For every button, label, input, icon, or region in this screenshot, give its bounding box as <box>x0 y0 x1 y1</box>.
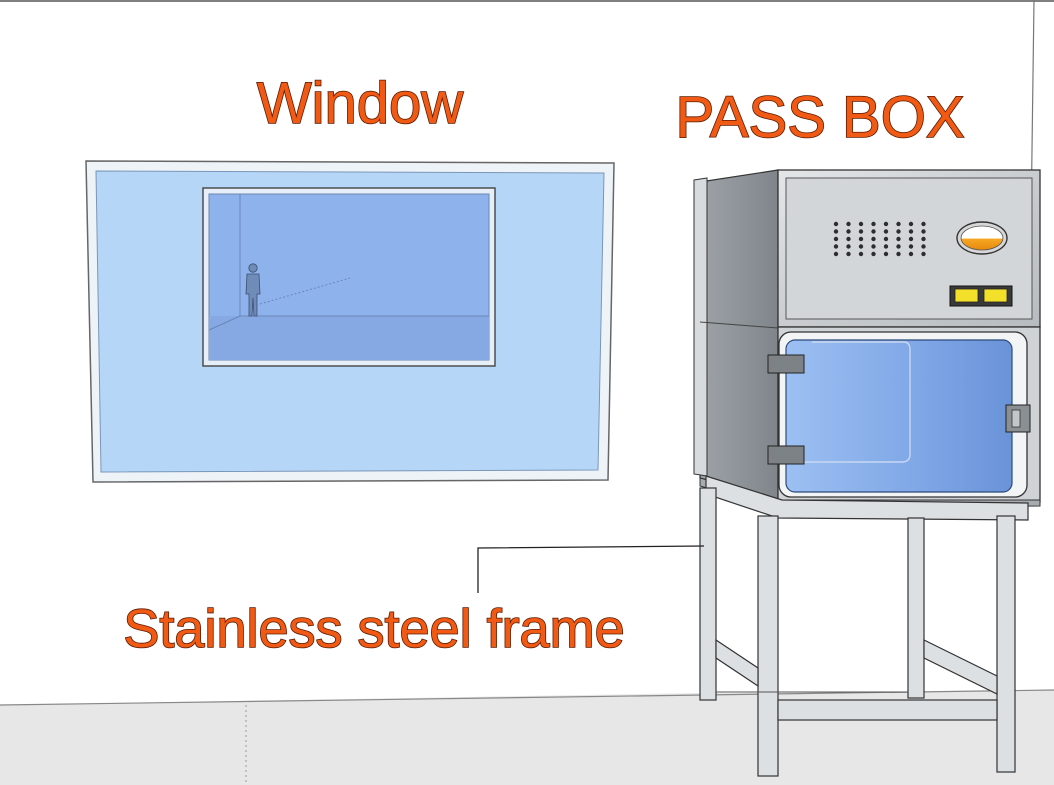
grille-hole <box>858 244 864 249</box>
window-unit <box>85 160 615 483</box>
window-view-diagonal <box>208 315 241 331</box>
stand-leg-back-right <box>907 517 925 699</box>
frame-leader-line <box>477 545 705 593</box>
stand-bottom-rail-left <box>715 638 759 688</box>
grille-hole <box>858 229 864 234</box>
stand-leg-front-left <box>757 515 779 777</box>
stand-bottom-rail-front <box>777 699 998 721</box>
grille-hole <box>921 236 926 242</box>
grille-hole <box>883 251 889 257</box>
pass-box-wall-flange <box>693 177 708 477</box>
grille-hole <box>871 221 876 227</box>
stand-bottom-rail-right <box>923 639 998 695</box>
grille-hole <box>833 221 839 227</box>
pass-box-side-seam <box>699 321 779 329</box>
window-view-floor <box>209 316 489 360</box>
indicator-light-left <box>954 288 979 303</box>
speaker-grille <box>833 221 926 257</box>
grille-hole <box>846 221 851 227</box>
grille-hole <box>896 236 901 242</box>
door-hinges <box>767 354 805 465</box>
grille-hole <box>896 229 901 234</box>
grille-hole <box>846 229 851 234</box>
grille-hole <box>871 244 876 249</box>
grille-hole <box>846 236 851 242</box>
stand-leg-front-right <box>996 515 1016 773</box>
grille-hole <box>921 229 926 234</box>
grille-hole <box>921 244 926 249</box>
grille-hole <box>833 229 839 234</box>
window-label: Window <box>257 71 464 136</box>
grille-hole <box>921 251 926 257</box>
grille-hole <box>908 221 914 227</box>
chamber-interior-edge <box>786 341 911 463</box>
grille-hole <box>858 236 864 242</box>
grille-hole <box>846 244 851 249</box>
grille-hole <box>883 236 889 242</box>
indicator-buttons <box>949 285 1013 307</box>
grille-hole <box>896 221 901 227</box>
stand-leg-back-left <box>699 487 717 701</box>
grille-hole <box>871 229 876 234</box>
grille-hole <box>883 221 889 227</box>
grille-hole <box>858 251 864 257</box>
grille-hole <box>858 221 864 227</box>
grille-hole <box>908 244 914 249</box>
person-figure <box>245 263 261 317</box>
grille-hole <box>908 229 914 234</box>
grille-hole <box>833 251 839 257</box>
grille-hole <box>871 236 876 242</box>
grille-hole <box>921 221 926 227</box>
grille-hole <box>883 244 889 249</box>
grille-hole <box>896 251 901 257</box>
pressure-gauge <box>956 221 1008 255</box>
grille-hole <box>833 236 839 242</box>
indicator-light-right <box>983 288 1008 303</box>
pass-box-label: PASS BOX <box>675 85 964 150</box>
grille-hole <box>908 251 914 257</box>
grille-hole <box>871 251 876 257</box>
grille-hole <box>908 236 914 242</box>
grille-hole <box>896 244 901 249</box>
pass-box-door-glass <box>785 339 1013 493</box>
grille-hole <box>833 244 839 249</box>
grille-hole <box>883 229 889 234</box>
steel-stand <box>699 475 1029 777</box>
door-latch-inner <box>1011 409 1021 428</box>
frame-label: Stainless steel frame <box>123 599 624 659</box>
grille-hole <box>846 251 851 257</box>
pass-box-left-side <box>699 169 779 501</box>
pass-box <box>693 169 1041 509</box>
